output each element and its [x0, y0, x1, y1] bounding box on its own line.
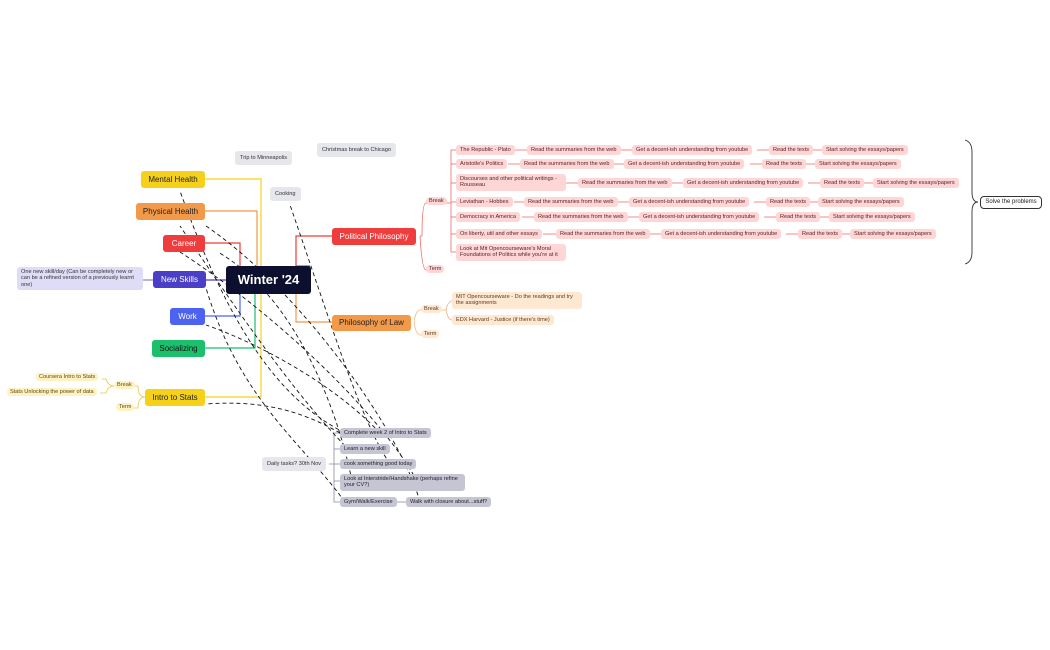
coursera-intro-stats[interactable]: Coursera Intro to Stats	[36, 373, 99, 382]
pp-step[interactable]: Start solving the essays/papers	[873, 178, 959, 189]
pp-step[interactable]: Read the summaries from the web	[578, 178, 672, 189]
pp-step[interactable]: Get a decent-ish understanding from yout…	[661, 229, 782, 240]
stats-term[interactable]: Term	[116, 403, 135, 412]
daily-task[interactable]: Look at Interstride/Handshake (perhaps r…	[340, 474, 465, 491]
pp-term[interactable]: Term	[426, 265, 445, 274]
stats-unlocking[interactable]: Stats Unlocking the power of data	[7, 388, 97, 397]
career[interactable]: Career	[163, 235, 205, 252]
solve-the-problems[interactable]: Solve the problems	[980, 196, 1042, 209]
pol-item[interactable]: MIT Opencourseware - Do the readings and…	[452, 292, 582, 309]
pp-step[interactable]: Read the summaries from the web	[527, 145, 621, 156]
pp-topic[interactable]: Look at Mit Opencourseware's Moral Found…	[456, 244, 566, 261]
pp-step[interactable]: Start solving the essays/papers	[818, 197, 904, 208]
new-skills-note[interactable]: One new skill/day (Can be completely new…	[17, 267, 143, 291]
daily-task-extra[interactable]: Walk with closure about...stuff?	[406, 497, 492, 508]
work[interactable]: Work	[170, 308, 205, 325]
pp-step[interactable]: Get a decent-ish understanding from yout…	[629, 197, 750, 208]
pp-step[interactable]: Start solving the essays/papers	[815, 159, 901, 170]
daily-task[interactable]: Learn a new skill	[340, 444, 390, 455]
physical-health[interactable]: Physical Health	[136, 203, 205, 220]
christmas-break[interactable]: Christmas break to Chicago	[317, 143, 397, 158]
daily-tasks[interactable]: Daily tasks? 30th Nov	[262, 457, 327, 472]
pp-topic[interactable]: Discourses and other political writings …	[456, 174, 566, 191]
socializing[interactable]: Socializing	[152, 340, 205, 357]
pp-step[interactable]: Read the texts	[766, 197, 811, 208]
intro-to-stats[interactable]: Intro to Stats	[145, 389, 205, 406]
pp-step[interactable]: Read the summaries from the web	[556, 229, 650, 240]
mental-health[interactable]: Mental Health	[141, 171, 205, 188]
pp-step[interactable]: Start solving the essays/papers	[822, 145, 908, 156]
central-topic[interactable]: Winter '24	[226, 266, 311, 294]
cooking[interactable]: Cooking	[270, 187, 301, 202]
pp-step[interactable]: Read the texts	[798, 229, 843, 240]
pp-step[interactable]: Start solving the essays/papers	[829, 212, 915, 223]
pp-step[interactable]: Get a decent-ish understanding from yout…	[632, 145, 753, 156]
pp-step[interactable]: Read the texts	[820, 178, 865, 189]
pp-step[interactable]: Read the texts	[776, 212, 821, 223]
philosophy-of-law[interactable]: Philosophy of Law	[332, 315, 411, 331]
pp-step[interactable]: Read the summaries from the web	[520, 159, 614, 170]
pp-step[interactable]: Read the texts	[762, 159, 807, 170]
pp-step[interactable]: Read the summaries from the web	[524, 197, 618, 208]
pp-step[interactable]: Read the texts	[769, 145, 814, 156]
daily-task[interactable]: cook something good today	[340, 459, 417, 470]
pp-topic[interactable]: Leviathan - Hobbes	[456, 197, 513, 208]
daily-task[interactable]: Complete week 2 of Intro to Stats	[340, 428, 431, 439]
trip-minneapolis[interactable]: Trip to Minneapolis	[235, 151, 293, 166]
daily-task[interactable]: Gym/Walk/Exercise	[340, 497, 397, 508]
pp-step[interactable]: Start solving the essays/papers	[850, 229, 936, 240]
pp-topic[interactable]: Democracy in America	[456, 212, 520, 223]
pp-step[interactable]: Get a decent-ish understanding from yout…	[683, 178, 804, 189]
pol-break[interactable]: Break	[421, 305, 442, 314]
stats-break[interactable]: Break	[114, 381, 135, 390]
pp-topic[interactable]: On liberty, util and other essays	[456, 229, 542, 240]
pp-topic[interactable]: Aristotle's Politics	[456, 159, 508, 170]
pol-item[interactable]: EDX Harvard - Justice (if there's time)	[452, 315, 554, 326]
pp-step[interactable]: Get a decent-ish understanding from yout…	[624, 159, 745, 170]
pol-term[interactable]: Term	[421, 330, 440, 339]
pp-topic[interactable]: The Republic - Plato	[456, 145, 515, 156]
political-philosophy[interactable]: Political Philosophy	[332, 228, 416, 245]
pp-break[interactable]: Break	[426, 197, 447, 206]
new-skills[interactable]: New Skills	[153, 271, 206, 288]
pp-step[interactable]: Get a decent-ish understanding from yout…	[639, 212, 760, 223]
pp-step[interactable]: Read the summaries from the web	[534, 212, 628, 223]
